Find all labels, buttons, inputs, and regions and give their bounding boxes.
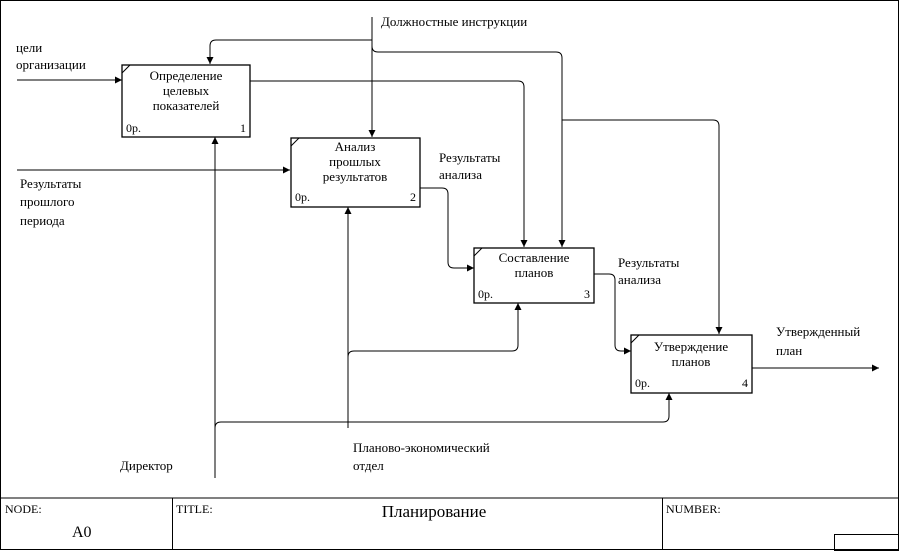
node-label: NODE: [5,502,42,516]
arrow-director [211,137,673,478]
label-instructions: Должностные инструкции [381,14,527,29]
box-title-line: показателей [153,98,220,113]
diagram-frame: NODE: A0 TITLE: Планирование NUMBER: [0,497,899,551]
arrow-planning-dept [344,207,522,428]
title-label: TITLE: [176,502,213,516]
box-title-line: целевых [163,83,210,98]
diagram-title: Планирование [382,502,487,521]
number-label: NUMBER: [666,502,721,516]
label-director: Директор [120,458,173,473]
box-cost: 0р. [478,287,493,301]
box-cost: 0р. [635,376,650,390]
arrow-box1-to-box3 [250,80,528,247]
box-cost: 0р. [295,190,310,204]
box-title-line: Составление [499,250,570,265]
box-title-line: планов [672,354,711,369]
node-value: A0 [72,524,92,541]
box-title-line: Анализ [335,139,376,154]
box-cost: 0р. [126,121,141,135]
box-number: 4 [742,376,748,390]
box-number: 1 [240,121,246,135]
box-title-line: планов [515,265,554,280]
box-title-line: Определение [150,68,223,83]
box-title-line: прошлых [329,154,381,169]
number-box [834,534,899,551]
arrow-analysis-results-2 [594,273,631,355]
box-title-line: Утверждение [654,339,728,354]
box-number: 3 [584,287,590,301]
box-number: 2 [410,190,416,204]
arrow-analysis-results-1 [420,187,474,272]
box-title-line: результатов [323,169,388,184]
arrow-instructions [206,17,723,334]
